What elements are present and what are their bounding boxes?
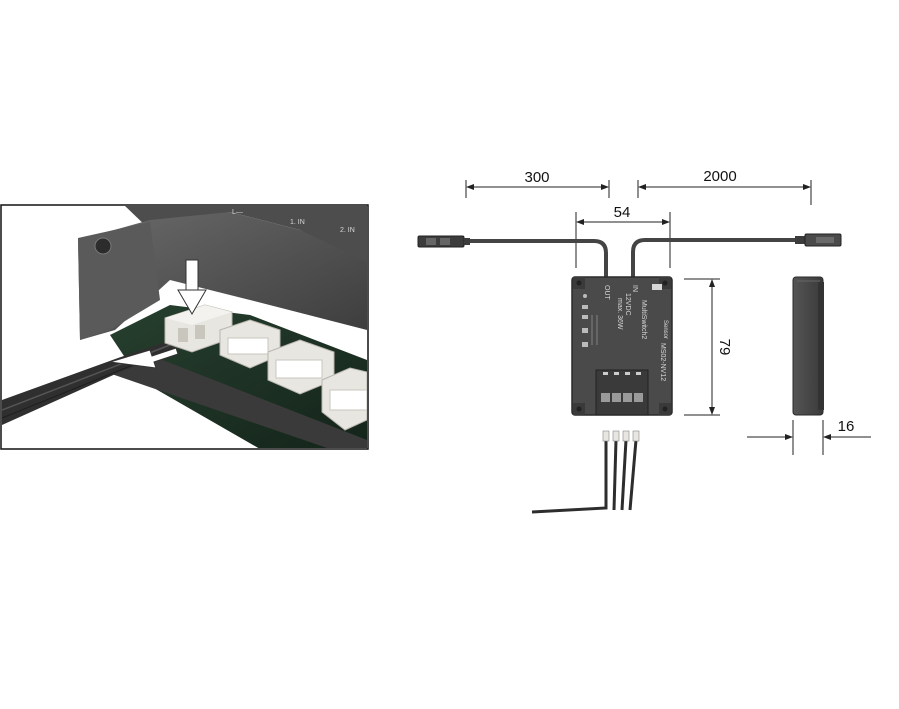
label-voltage: 12VDC xyxy=(624,293,631,316)
in-cable-connector xyxy=(795,233,842,247)
dimension-label-79: 79 xyxy=(716,339,733,356)
device-side-view xyxy=(792,276,824,416)
socket xyxy=(321,367,367,431)
cables xyxy=(466,238,797,282)
label-power: max. 36W xyxy=(616,298,623,330)
brand-logo-icon xyxy=(652,284,662,290)
inserted-plug xyxy=(164,304,233,353)
certification-icons xyxy=(582,294,598,347)
device-front-view: OUT IN 12VDC max. 36W MultiSwitch2 MS02-… xyxy=(571,276,673,416)
pull-arrow-icon xyxy=(109,347,179,369)
connector-detail-view: L— 1. IN 2. IN xyxy=(0,204,369,450)
dimension-2000: 2000 xyxy=(637,168,812,205)
dimension-label-54: 54 xyxy=(614,204,631,221)
label-in: IN xyxy=(631,285,638,292)
label-out: OUT xyxy=(603,285,610,301)
label-sensor: Sensor xyxy=(662,320,668,339)
sensor-wire-ends xyxy=(602,430,640,442)
dimension-300: 300 xyxy=(465,169,610,198)
lid-marking: L— xyxy=(232,209,243,216)
terminal-markings xyxy=(603,372,641,375)
socket xyxy=(267,339,335,395)
dimension-54: 54 xyxy=(575,204,671,268)
insert-arrow-icon xyxy=(177,259,207,315)
lid-marking: 1. IN xyxy=(290,219,305,226)
dimension-label-2000: 2000 xyxy=(703,168,736,185)
sensor-wires xyxy=(531,439,638,514)
sensor-terminal-block xyxy=(595,369,649,416)
socket xyxy=(219,319,281,369)
label-model-code: MS02-NV12 xyxy=(659,343,666,381)
technical-drawing: 300 2000 54 xyxy=(417,168,871,514)
dimension-label-16: 16 xyxy=(838,418,855,435)
label-model-name: MultiSwitch2 xyxy=(640,300,647,339)
out-cable-connector xyxy=(417,235,470,248)
dimension-79: 79 xyxy=(684,278,733,416)
dimension-16: 16 xyxy=(747,418,871,455)
lid-marking: 2. IN xyxy=(340,227,355,234)
dimension-label-300: 300 xyxy=(524,169,549,186)
